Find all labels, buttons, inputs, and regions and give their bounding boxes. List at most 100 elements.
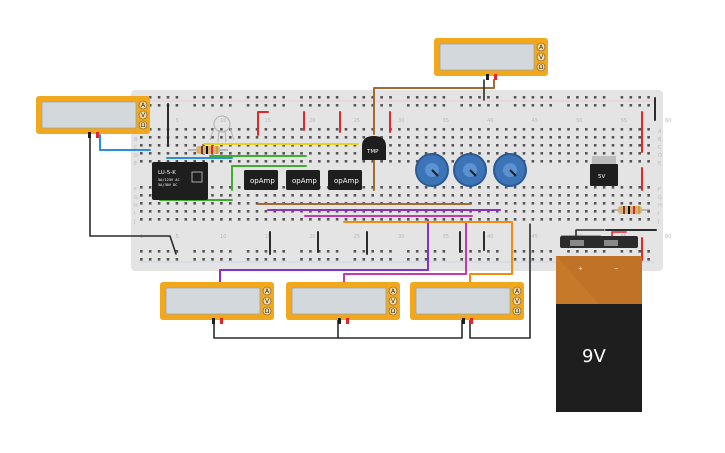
breadboard-hole[interactable]	[513, 202, 517, 205]
breadboard-hole[interactable]	[522, 144, 526, 147]
breadboard-hole[interactable]	[246, 128, 250, 131]
breadboard-hole[interactable]	[478, 128, 481, 131]
breadboard-hole[interactable]	[380, 104, 383, 107]
breadboard-hole[interactable]	[344, 218, 348, 221]
breadboard-hole[interactable]	[264, 160, 268, 163]
breadboard-hole[interactable]	[202, 136, 205, 139]
breadboard-hole[interactable]	[460, 250, 463, 253]
breadboard-hole[interactable]	[389, 250, 392, 253]
breadboard-hole[interactable]	[513, 258, 517, 261]
breadboard-hole[interactable]	[326, 210, 330, 213]
breadboard-hole[interactable]	[433, 144, 437, 147]
multimeter-probe-red[interactable]	[470, 318, 473, 324]
breadboard-hole[interactable]	[335, 104, 339, 107]
resistor[interactable]	[188, 146, 228, 154]
breadboard-hole[interactable]	[620, 96, 624, 99]
breadboard-hole[interactable]	[362, 160, 366, 163]
breadboard-hole[interactable]	[585, 210, 588, 213]
breadboard-hole[interactable]	[309, 152, 312, 155]
breadboard-hole[interactable]	[202, 250, 205, 253]
breadboard-hole[interactable]	[567, 104, 570, 107]
breadboard-hole[interactable]	[318, 144, 321, 147]
breadboard-hole[interactable]	[380, 96, 383, 99]
breadboard-hole[interactable]	[202, 128, 205, 131]
breadboard-hole[interactable]	[513, 210, 517, 213]
breadboard-hole[interactable]	[264, 136, 268, 139]
breadboard-hole[interactable]	[282, 104, 285, 107]
multimeter-mode-button[interactable]	[512, 286, 522, 296]
breadboard-hole[interactable]	[460, 186, 463, 189]
breadboard-hole[interactable]	[166, 218, 170, 221]
breadboard-hole[interactable]	[371, 210, 374, 213]
breadboard-hole[interactable]	[469, 128, 472, 131]
breadboard-hole[interactable]	[362, 128, 366, 131]
breadboard-hole[interactable]	[220, 186, 223, 189]
breadboard-hole[interactable]	[407, 152, 410, 155]
breadboard-hole[interactable]	[326, 152, 330, 155]
breadboard-hole[interactable]	[255, 202, 259, 205]
breadboard-hole[interactable]	[398, 186, 401, 189]
breadboard-hole[interactable]	[309, 128, 312, 131]
breadboard-hole[interactable]	[451, 160, 455, 163]
breadboard-hole[interactable]	[326, 128, 330, 131]
breadboard-hole[interactable]	[460, 194, 463, 197]
breadboard-hole[interactable]	[255, 250, 259, 253]
breadboard-hole[interactable]	[629, 250, 633, 253]
breadboard-hole[interactable]	[211, 160, 214, 163]
breadboard-hole[interactable]	[647, 258, 650, 261]
breadboard-hole[interactable]	[148, 194, 152, 197]
breadboard-hole[interactable]	[620, 136, 624, 139]
breadboard-hole[interactable]	[424, 128, 428, 131]
breadboard-hole[interactable]	[300, 96, 303, 99]
breadboard-hole[interactable]	[460, 152, 463, 155]
breadboard-hole[interactable]	[211, 136, 214, 139]
breadboard-hole[interactable]	[202, 160, 205, 163]
breadboard-hole[interactable]	[237, 144, 241, 147]
opamp-chip[interactable]: opAmp	[328, 170, 362, 190]
breadboard-hole[interactable]	[415, 152, 419, 155]
breadboard-hole[interactable]	[496, 202, 499, 205]
breadboard-hole[interactable]	[629, 218, 633, 221]
breadboard-hole[interactable]	[540, 202, 544, 205]
breadboard-hole[interactable]	[157, 136, 161, 139]
breadboard-hole[interactable]	[629, 202, 633, 205]
breadboard-hole[interactable]	[647, 202, 650, 205]
breadboard-hole[interactable]	[175, 144, 179, 147]
breadboard-hole[interactable]	[496, 136, 499, 139]
breadboard-hole[interactable]	[255, 218, 259, 221]
breadboard-hole[interactable]	[638, 160, 641, 163]
breadboard-hole[interactable]	[558, 160, 561, 163]
breadboard-hole[interactable]	[629, 128, 633, 131]
breadboard-hole[interactable]	[193, 210, 196, 213]
breadboard-hole[interactable]	[602, 210, 606, 213]
breadboard-hole[interactable]	[442, 210, 446, 213]
breadboard-hole[interactable]	[273, 128, 277, 131]
breadboard-hole[interactable]	[264, 104, 268, 107]
breadboard-hole[interactable]	[229, 210, 232, 213]
breadboard-hole[interactable]	[540, 250, 544, 253]
breadboard-hole[interactable]	[237, 136, 241, 139]
multimeter-probe-black[interactable]	[338, 318, 341, 324]
breadboard-hole[interactable]	[300, 128, 303, 131]
breadboard-hole[interactable]	[273, 258, 277, 261]
breadboard-hole[interactable]	[318, 250, 321, 253]
breadboard-hole[interactable]	[362, 194, 366, 197]
breadboard-hole[interactable]	[175, 152, 179, 155]
breadboard-hole[interactable]	[522, 218, 526, 221]
breadboard-hole[interactable]	[273, 104, 277, 107]
breadboard-hole[interactable]	[175, 210, 179, 213]
breadboard-hole[interactable]	[371, 160, 374, 163]
wire-black[interactable]	[337, 319, 463, 339]
breadboard-hole[interactable]	[576, 186, 579, 189]
relay[interactable]: LU-5-K 5A/125V AC 5A/30V DC	[152, 162, 208, 200]
breadboard-hole[interactable]	[558, 128, 561, 131]
breadboard-hole[interactable]	[531, 136, 535, 139]
breadboard-hole[interactable]	[193, 258, 196, 261]
breadboard-hole[interactable]	[326, 96, 330, 99]
breadboard-hole[interactable]	[362, 218, 366, 221]
breadboard-hole[interactable]	[148, 250, 152, 253]
breadboard-hole[interactable]	[371, 96, 374, 99]
breadboard-hole[interactable]	[246, 218, 250, 221]
breadboard-hole[interactable]	[442, 144, 446, 147]
breadboard-hole[interactable]	[593, 250, 597, 253]
